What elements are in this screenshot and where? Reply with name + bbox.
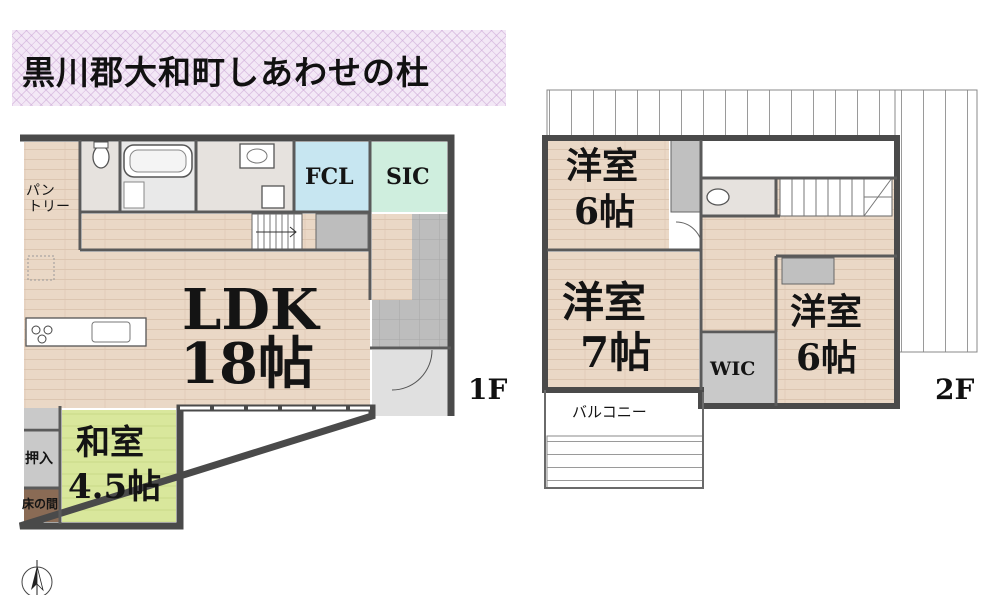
- sic-label: SIC: [386, 164, 430, 190]
- fridge-space: [27, 255, 55, 281]
- ldk-label: LDK: [182, 277, 319, 343]
- north-arrow-icon: [21, 560, 53, 595]
- title-banner: [12, 30, 506, 106]
- entrance-door-swing: [391, 349, 433, 391]
- pantry-floor: [24, 142, 80, 252]
- second-floor-plan: [542, 89, 978, 489]
- roof-deck-right: [894, 89, 978, 353]
- closet-c: [781, 257, 835, 285]
- kitchen-sink-icon: [91, 321, 131, 343]
- second-floor-label: 2F: [935, 373, 975, 406]
- balcony-floor: [547, 392, 699, 434]
- stairs-1f: [251, 213, 303, 251]
- entrance-tile: [372, 300, 448, 348]
- sic-room: [371, 142, 447, 212]
- tokonoma-label: 床の間: [22, 497, 59, 511]
- yoshitsu-c-label: 洋室: [790, 291, 863, 333]
- interior-wall-2f: [547, 140, 897, 406]
- yoshitsu-b-floor: [547, 252, 699, 388]
- roof-deck-bottom: [546, 435, 704, 489]
- washitsu-label: 和室: [76, 423, 144, 463]
- ldk-size-label: 18帖: [180, 331, 314, 397]
- oshiire-area: [24, 430, 60, 488]
- washer-icon: [261, 185, 285, 209]
- toilet-2f-icon: [706, 188, 730, 206]
- yoshitsu-b-label: 洋室: [562, 278, 647, 327]
- washitsu-size-label: 4.5帖: [68, 467, 162, 507]
- yoshitsu-a-label: 洋室: [566, 145, 639, 187]
- yoshitsu-a-floor: [547, 140, 669, 250]
- first-floor-plan: [18, 134, 455, 530]
- interior-wall-1f: [24, 140, 451, 524]
- stairs-2f: [779, 177, 893, 217]
- wic-label: WIC: [710, 358, 756, 380]
- balcony-label: バルコニー: [572, 403, 647, 421]
- door-swing-2f: [675, 221, 703, 249]
- pantry-label-1: パン: [26, 183, 55, 199]
- storage-1f: [315, 213, 369, 251]
- toilet-icon: [92, 145, 110, 169]
- first-floor-label: 1F: [468, 373, 508, 406]
- wic-room: [702, 334, 776, 404]
- closet-small: [24, 408, 60, 428]
- fcl-label: FCL: [305, 164, 354, 190]
- closet-a: [670, 139, 702, 213]
- balcony-rail: [544, 390, 704, 489]
- hall-floor: [372, 214, 412, 300]
- fcl-room: [295, 142, 369, 212]
- page-title: 黒川郡大和町しあわせの杜: [22, 53, 430, 92]
- exterior-wall-2f: [542, 135, 900, 409]
- oshiire-label: 押入: [25, 451, 53, 467]
- yoshitsu-b-size-label: 7帖: [580, 328, 652, 377]
- yoshitsu-c-size-label: 6帖: [796, 337, 858, 379]
- pantry-label-2: トリー: [28, 199, 70, 215]
- porch: [372, 350, 448, 416]
- yoshitsu-a-size-label: 6帖: [574, 191, 636, 233]
- exterior-wall-1f: [18, 134, 455, 530]
